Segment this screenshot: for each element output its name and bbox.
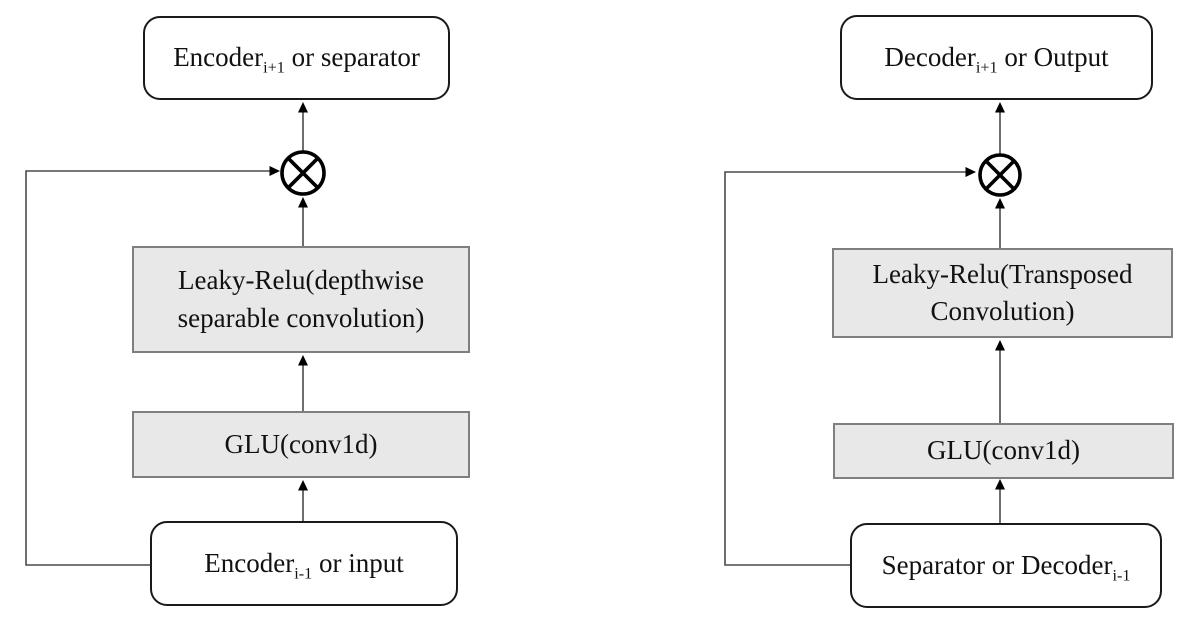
- decoder-next-box: Decoderi+1 or Output: [840, 15, 1153, 100]
- right-decoder-wires: [724, 102, 1022, 566]
- leaky-relu-transposed-box: Leaky-Relu(Transposed Convolution): [832, 248, 1173, 338]
- multiply-icon-left: [280, 150, 326, 196]
- subscript: i+1: [975, 58, 998, 77]
- glu-conv1d-box-right: GLU(conv1d): [833, 423, 1174, 479]
- multiply-icon-right: [978, 153, 1022, 197]
- skip-connection-right: [724, 167, 976, 566]
- subscript: i+1: [263, 58, 285, 77]
- glu-conv1d-label-right: GLU(conv1d): [927, 435, 1080, 466]
- separator-or-decoder-prev-label: Separator or Decoderi-1: [881, 549, 1131, 585]
- glu-conv1d-box-left: GLU(conv1d): [132, 411, 470, 478]
- encoder-next-label: Encoderi+1 or separator: [173, 42, 420, 77]
- glu-conv1d-label-left: GLU(conv1d): [224, 428, 378, 459]
- encoder-next-box: Encoderi+1 or separator: [143, 16, 450, 100]
- leaky-relu-transposed-label: Leaky-Relu(Transposed Convolution): [872, 258, 1133, 326]
- encoder-prev-box: Encoderi-1 or input: [150, 521, 458, 606]
- leaky-relu-depthwise-label: Leaky-Relu(depthwise separable convoluti…: [177, 265, 425, 333]
- decoder-next-label: Decoderi+1 or Output: [884, 41, 1109, 77]
- encoder-prev-label: Encoderi-1 or input: [204, 547, 404, 583]
- subscript: i-1: [294, 564, 313, 583]
- subscript: i-1: [1112, 566, 1131, 585]
- separator-or-decoder-prev-box: Separator or Decoderi-1: [850, 523, 1162, 608]
- leaky-relu-depthwise-box: Leaky-Relu(depthwise separable convoluti…: [132, 246, 470, 353]
- left-encoder-wires: [25, 102, 326, 566]
- skip-connection-left: [25, 166, 280, 566]
